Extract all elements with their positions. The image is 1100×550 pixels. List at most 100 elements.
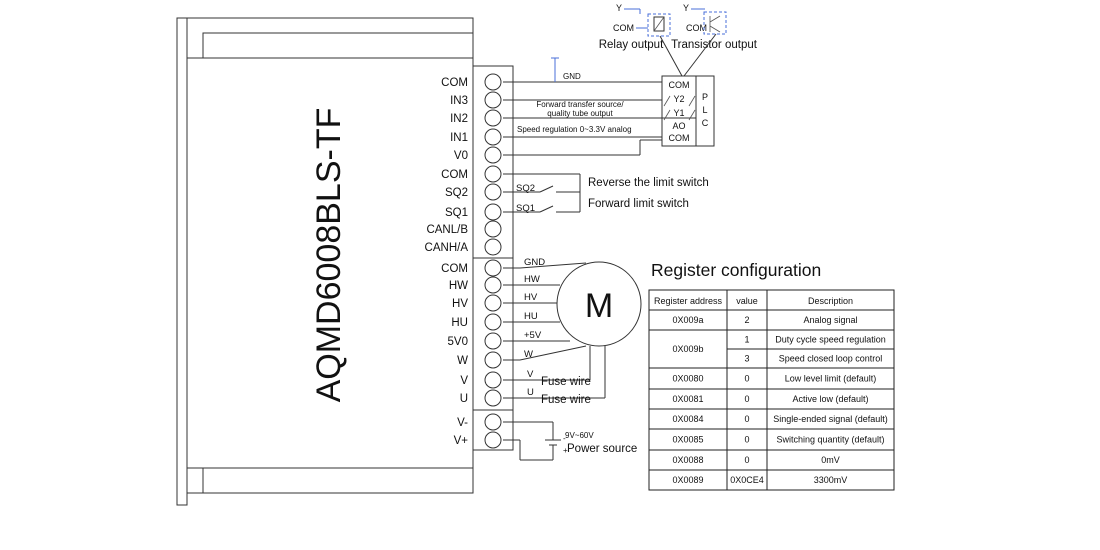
register-description: 0mV: [821, 455, 840, 465]
register-description: Switching quantity (default): [776, 435, 884, 445]
terminal-5v0: [484, 332, 502, 350]
table-row: 0X0085 0 Switching quantity (default): [672, 435, 884, 445]
plc-label-c: C: [702, 118, 709, 128]
register-description: Low level limit (default): [785, 374, 877, 384]
quality-tube-label: quality tube output: [547, 109, 613, 118]
terminal-v: [484, 371, 502, 389]
plc-label-p: P: [702, 92, 708, 102]
terminal-label: CANH/A: [425, 242, 469, 254]
terminal-label: HU: [451, 317, 468, 329]
register-description: Analog signal: [803, 315, 857, 325]
register-description: Single-ended signal (default): [773, 414, 888, 424]
plc-pin-y1: Y1: [673, 108, 684, 118]
register-address: 0X0085: [672, 435, 703, 445]
relay-com-label: COM: [613, 23, 634, 33]
motor-wire-label: HW: [524, 274, 540, 285]
signal-wiring: GND Forward transfer source/ quality tub…: [503, 57, 663, 156]
terminal-v-: [484, 413, 502, 431]
terminal-label: U: [460, 393, 468, 405]
terminal-label: V+: [454, 435, 469, 447]
terminal-in2: [484, 109, 502, 127]
transistor-com-label: COM: [686, 23, 707, 33]
fuse-wire-v: Fuse wire: [541, 376, 591, 388]
motor-wire-label: V: [527, 369, 534, 380]
terminal-com: [484, 259, 502, 277]
terminal-label: IN1: [450, 132, 468, 144]
table-row: 0X0080 0 Low level limit (default): [672, 374, 876, 384]
table-frame: [648, 289, 895, 491]
register-address: 0X0080: [672, 374, 703, 384]
terminal-in1: [484, 128, 502, 146]
terminal-labels: COMIN3IN2IN1V0COMSQ2SQ1CANL/BCANH/ACOMHW…: [425, 77, 469, 447]
reverse-limit-label: Reverse the limit switch: [588, 177, 709, 189]
speed-regulation-label: Speed regulation 0~3.3V analog: [517, 125, 632, 134]
terminal-hu: [484, 313, 502, 331]
terminal-hw: [484, 276, 502, 294]
terminal-canl-b: [484, 220, 502, 238]
forward-transfer-label: Forward transfer source/: [536, 100, 624, 109]
terminal-in3: [484, 91, 502, 109]
register-value: 0: [744, 435, 749, 445]
terminal-label: 5V0: [448, 336, 468, 348]
motor-wire-label: +5V: [524, 330, 542, 341]
terminal-com: [484, 73, 502, 91]
register-value: 2: [744, 315, 749, 325]
plc-block: P L C COM Y2 Y1 AO COM: [661, 75, 715, 147]
terminal-label: COM: [441, 77, 468, 89]
motor-symbol: [556, 261, 642, 347]
register-description: Duty cycle speed regulation: [775, 335, 886, 345]
register-address: 0X0084: [672, 414, 703, 424]
register-description: 3300mV: [814, 475, 848, 485]
register-value: 0: [744, 374, 749, 384]
transistor-y-label: Y: [683, 3, 689, 13]
relay-y-label: Y: [616, 3, 622, 13]
terminal-label: V0: [454, 150, 468, 162]
terminal-label: IN3: [450, 95, 468, 107]
terminal-w: [484, 351, 502, 369]
table-row: 0X0084 0 Single-ended signal (default): [672, 414, 887, 424]
terminal-label: HW: [449, 280, 468, 292]
plc-pin-com-top: COM: [669, 80, 690, 90]
transistor-output-label: Transistor output: [671, 39, 758, 51]
terminal-label: IN2: [450, 113, 468, 125]
terminal-label: CANL/B: [426, 224, 468, 236]
plc-pin-com-bottom: COM: [669, 133, 690, 143]
forward-limit-label: Forward limit switch: [588, 198, 689, 210]
terminal-u: [484, 389, 502, 407]
terminal-hv: [484, 294, 502, 312]
terminal-label: W: [457, 355, 468, 367]
power-minus: -: [563, 434, 566, 443]
register-value: 0: [744, 414, 749, 424]
relay-output-label: Relay output: [599, 39, 664, 51]
sq1-wire-label: SQ1: [516, 203, 535, 214]
power-source: - + 9V~60V Power source: [503, 421, 637, 461]
output-types: Y COM Y COM Relay output Transistor outp…: [599, 3, 758, 77]
motor-wire: [519, 262, 587, 269]
plc-pin-y2: Y2: [673, 94, 684, 104]
sq2-wire-label: SQ2: [516, 183, 535, 194]
terminal-v-: [484, 431, 502, 449]
table-header: Description: [808, 296, 853, 306]
plc-pin-ao: AO: [672, 121, 685, 131]
terminal-block: [472, 65, 514, 451]
power-plus: +: [563, 446, 568, 455]
register-address: 0X009a: [672, 315, 703, 325]
limit-switches: SQ2 SQ1 Reverse the limit switch Forward…: [503, 173, 709, 214]
motor-wire-label: GND: [524, 257, 545, 268]
controller-body: AQMD6008BLS-TF: [176, 17, 474, 506]
terminal-label: COM: [441, 263, 468, 275]
table-header: value: [736, 296, 758, 306]
register-address: 0X0089: [672, 475, 703, 485]
register-address: 0X009b: [672, 344, 703, 354]
motor-wire-label: HU: [524, 311, 538, 322]
model-name: AQMD6008BLS-TF: [310, 108, 348, 403]
register-value: 0: [744, 394, 749, 404]
fuse-wire-u: Fuse wire: [541, 394, 591, 406]
gnd-label: GND: [563, 72, 581, 81]
